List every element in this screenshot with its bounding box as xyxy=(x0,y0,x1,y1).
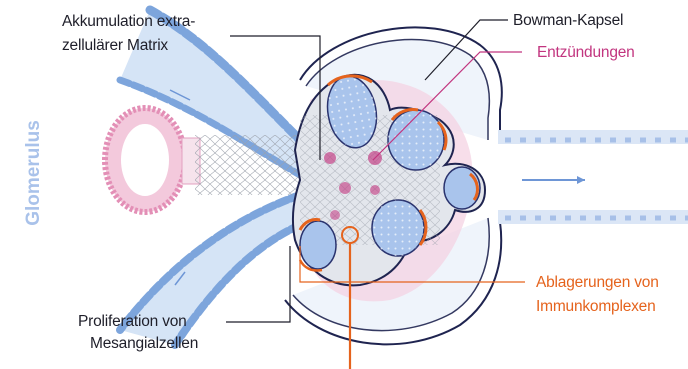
proximal-tubule xyxy=(495,130,688,224)
immune-deposits-label-line2: Immunkomplexen xyxy=(536,297,656,316)
macula-densa xyxy=(105,108,200,212)
immune-deposits-label-line1: Ablagerungen von xyxy=(536,273,659,292)
proliferation-label-line1: Proliferation von xyxy=(78,312,187,331)
inflammation-label: Entzündungen xyxy=(537,43,635,62)
proliferation-label-line2: Mesangialzellen xyxy=(90,334,198,353)
bowman-capsule-label: Bowman-Kapsel xyxy=(513,11,623,30)
ecm-label-line1: Akkumulation extra- xyxy=(62,12,195,31)
ecm-label-line2: zellulärer Matrix xyxy=(62,36,168,55)
extraglomerular-mesangium xyxy=(195,135,305,195)
glomerulus-side-label: Glomerulus xyxy=(19,88,49,258)
